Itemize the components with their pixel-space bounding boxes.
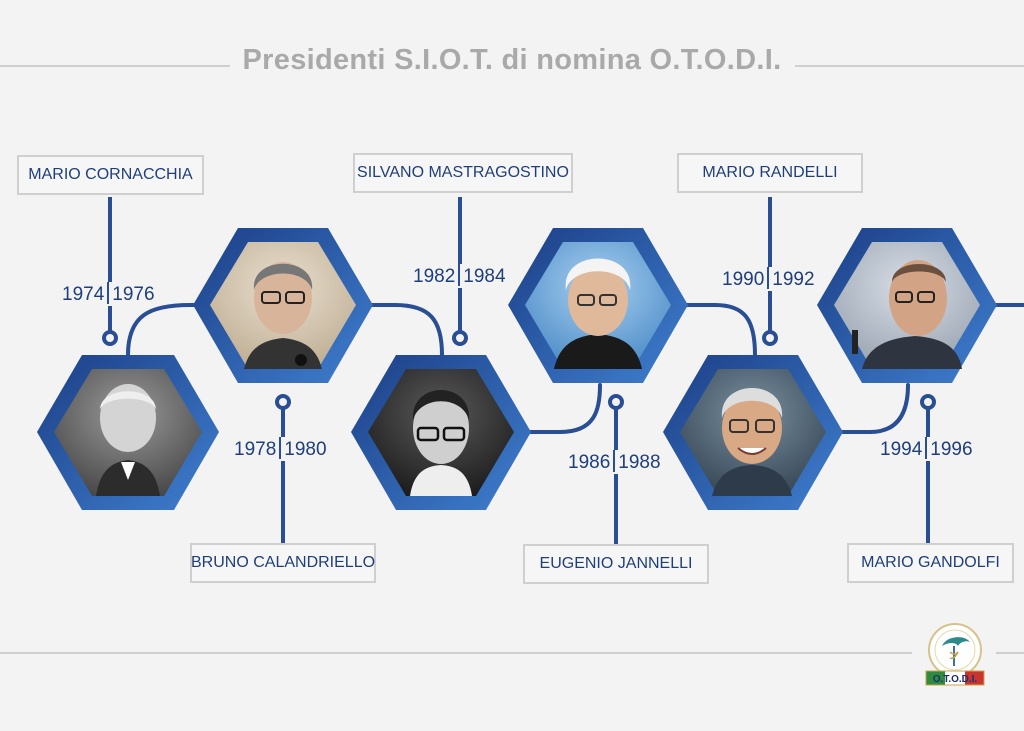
year-separator-5 (767, 267, 770, 289)
portrait-6-photo (852, 260, 962, 369)
president-name-1: MARIO CORNACCHIA (28, 166, 193, 183)
president-name-2: BRUNO CALANDRIELLO (190, 554, 376, 571)
year-to-3: 1984 (463, 266, 506, 287)
year-separator-6 (925, 437, 928, 459)
year-from-6: 1994 (880, 439, 923, 460)
page-title-text: Presidenti S.I.O.T. di nomina O.T.O.D.I. (230, 44, 794, 76)
connector-dot-1 (102, 330, 118, 346)
years-2: 1978 1980 (230, 437, 331, 461)
connector-dot-6 (920, 394, 936, 410)
page-title: Presidenti S.I.O.T. di nomina O.T.O.D.I. (0, 44, 1024, 77)
name-box-6: MARIO GANDOLFI (847, 543, 1014, 583)
year-to-4: 1988 (618, 452, 661, 473)
year-separator-3 (458, 264, 461, 286)
year-to-5: 1992 (772, 269, 815, 290)
year-from-1: 1974 (62, 284, 105, 305)
portrait-hexagon-5 (663, 355, 843, 510)
year-separator-1 (107, 282, 110, 304)
name-box-5: MARIO RANDELLI (677, 153, 863, 193)
year-to-6: 1996 (930, 439, 973, 460)
name-box-1: MARIO CORNACCHIA (17, 155, 204, 195)
name-box-4: EUGENIO JANNELLI (523, 544, 709, 584)
year-separator-2 (279, 437, 282, 459)
year-to-2: 1980 (284, 439, 327, 460)
years-1: 1974 1976 (58, 282, 159, 306)
name-box-3: SILVANO MASTRAGOSTINO (353, 153, 573, 193)
president-name-6: MARIO GANDOLFI (861, 554, 1000, 571)
top-rule-left (0, 65, 230, 67)
president-name-5: MARIO RANDELLI (702, 164, 838, 181)
logo-text: O.T.O.D.I. (933, 674, 978, 685)
year-from-2: 1978 (234, 439, 277, 460)
year-from-5: 1990 (722, 269, 765, 290)
years-6: 1994 1996 (876, 437, 977, 461)
year-to-1: 1976 (112, 284, 155, 305)
year-from-4: 1986 (568, 452, 611, 473)
portrait-hexagon-4 (508, 228, 688, 383)
president-name-3: SILVANO MASTRAGOSTINO (357, 164, 569, 181)
years-3: 1982 1984 (409, 264, 510, 288)
connector-dot-2 (275, 394, 291, 410)
name-box-2: BRUNO CALANDRIELLO (190, 543, 376, 583)
year-separator-4 (613, 450, 616, 472)
portrait-1-photo (96, 384, 160, 496)
bottom-rule-right (996, 652, 1024, 654)
connector-dot-5 (762, 330, 778, 346)
portrait-hexagon-2 (193, 228, 373, 383)
president-name-4: EUGENIO JANNELLI (539, 555, 693, 572)
top-rule-right (795, 65, 1024, 67)
connector-dot-4 (608, 394, 624, 410)
connector-dot-3 (452, 330, 468, 346)
portrait-hexagon-6 (817, 228, 997, 383)
otodi-logo: O.T.O.D.I. (925, 623, 985, 686)
portrait-2-photo (244, 262, 322, 369)
portrait-hexagon-3 (351, 355, 531, 510)
portrait-3-photo (410, 390, 472, 496)
timeline-path (126, 303, 1024, 434)
year-from-3: 1982 (413, 266, 456, 287)
portrait-4-photo (554, 258, 642, 369)
bottom-rule-left (0, 652, 912, 654)
portrait-hexagon-1 (37, 355, 219, 510)
years-5: 1990 1992 (718, 267, 819, 291)
years-4: 1986 1988 (564, 450, 665, 474)
portrait-5-photo (712, 388, 792, 496)
